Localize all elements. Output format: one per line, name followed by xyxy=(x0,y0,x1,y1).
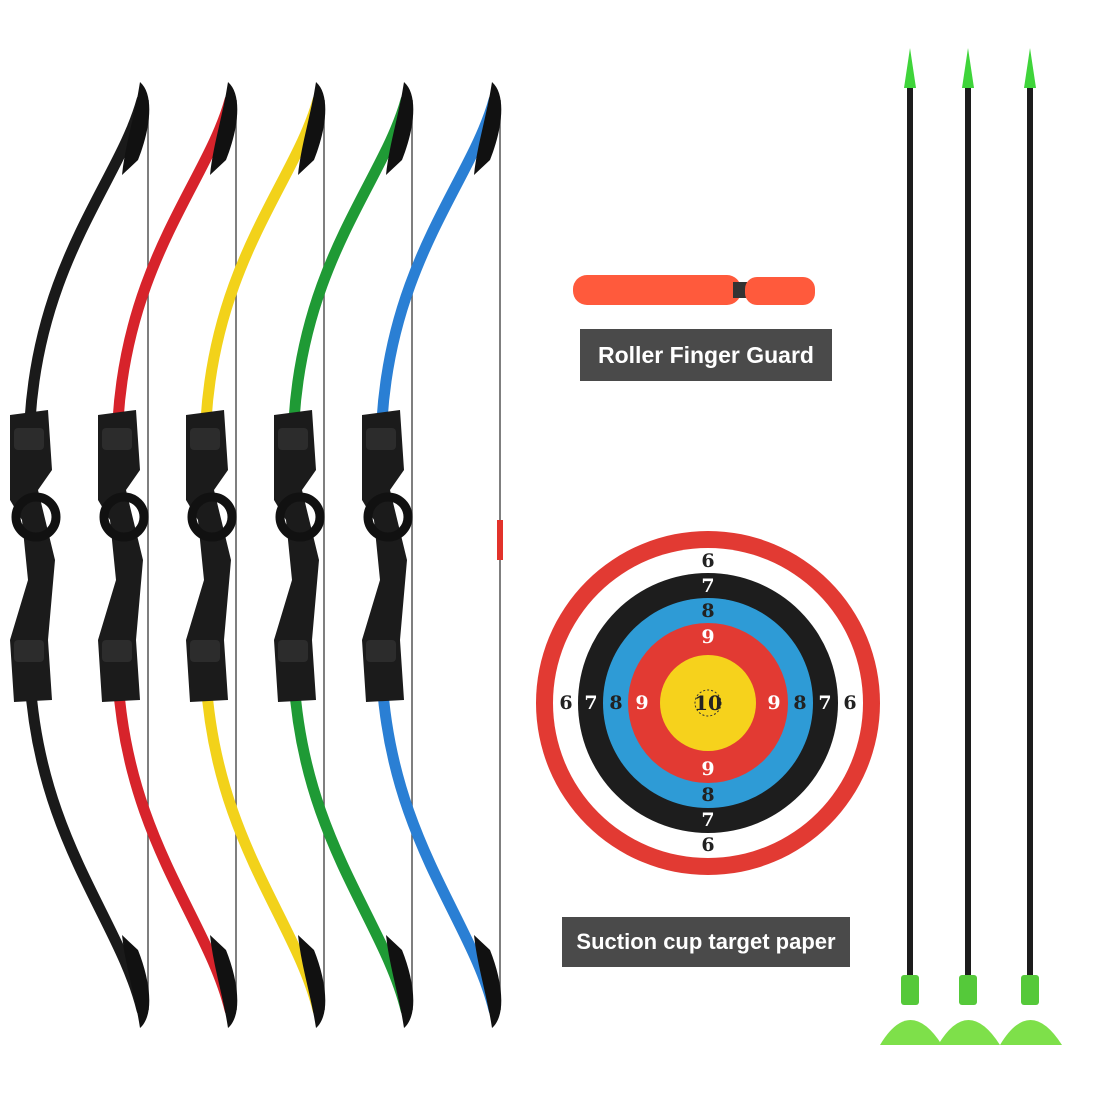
bow-yellow xyxy=(186,82,326,1028)
bow-green xyxy=(274,82,414,1028)
target-center-number: 10 xyxy=(694,691,722,715)
target-number: 8 xyxy=(609,692,622,714)
target-number: 9 xyxy=(635,692,648,714)
bow-blue xyxy=(362,82,502,1028)
finger-guard-label: Roller Finger Guard xyxy=(580,329,832,381)
target-number: 7 xyxy=(701,575,714,597)
target-number: 6 xyxy=(559,692,572,714)
target-number: 7 xyxy=(818,692,831,714)
target-number: 7 xyxy=(584,692,597,714)
target-number: 6 xyxy=(701,550,714,572)
target-number: 6 xyxy=(701,834,714,856)
target-number: 8 xyxy=(701,784,714,806)
bow-black xyxy=(10,82,150,1028)
target-number: 6 xyxy=(843,692,856,714)
target-number: 8 xyxy=(793,692,806,714)
target-ring-10 xyxy=(660,655,756,751)
target-number: 7 xyxy=(701,809,714,831)
target-paper-label: Suction cup target paper xyxy=(562,917,850,967)
target-number: 9 xyxy=(767,692,780,714)
target-number: 8 xyxy=(701,600,714,622)
bow-group xyxy=(10,82,503,1028)
roller-finger-guard-image xyxy=(573,275,815,305)
arrow-2 xyxy=(938,48,1000,1045)
bow-red xyxy=(98,82,238,1028)
target-number: 9 xyxy=(701,626,714,648)
target-number: 9 xyxy=(701,758,714,780)
arrow-1 xyxy=(880,48,942,1045)
arrow-3 xyxy=(1000,48,1062,1045)
arrow-group xyxy=(880,48,1062,1045)
